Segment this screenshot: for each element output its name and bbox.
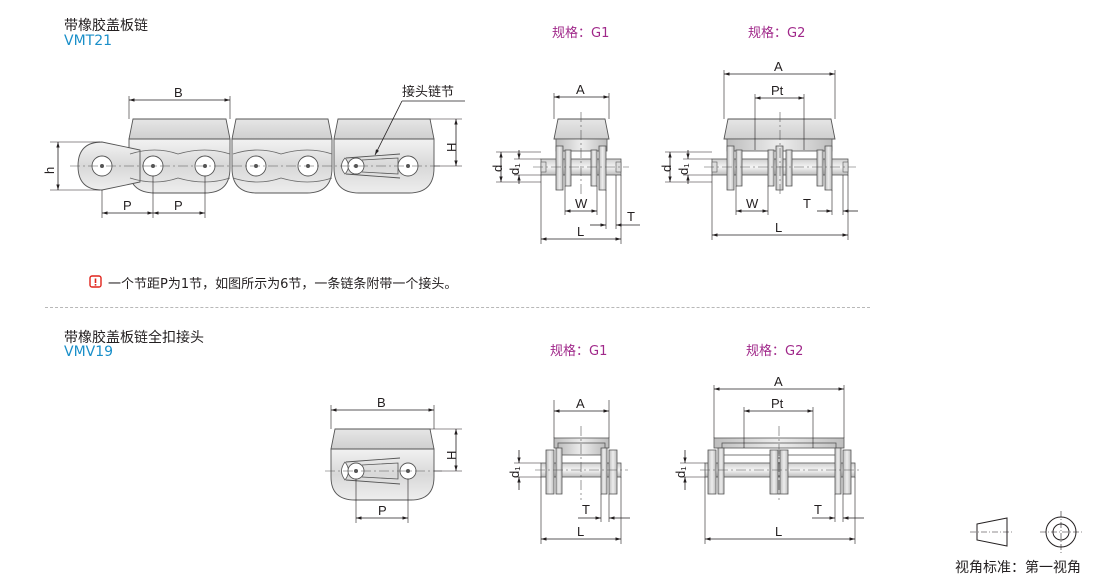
section2-title: 带橡胶盖板链全扣接头 bbox=[64, 330, 204, 346]
g2-dim-W: W bbox=[746, 196, 759, 211]
section-divider bbox=[45, 307, 870, 308]
joint-g2-dim-T: T bbox=[814, 502, 822, 517]
first-angle-projection-icon bbox=[970, 511, 1082, 553]
section1-spec-g2: 规格：G2 bbox=[748, 26, 806, 41]
joint-g1-dim-T: T bbox=[582, 502, 590, 517]
joint-g2-dim-Pt: Pt bbox=[771, 396, 784, 411]
g1-dim-A: A bbox=[576, 82, 585, 97]
g1-dim-d: d bbox=[490, 165, 505, 172]
g1-dim-L: L bbox=[577, 224, 584, 239]
dim-h: h bbox=[42, 167, 57, 174]
g2-dim-L: L bbox=[775, 220, 782, 235]
joint-dim-H: H bbox=[444, 451, 459, 460]
joint-g2-dim-L: L bbox=[775, 524, 782, 539]
g2-front-view: A Pt d d₁ W T L bbox=[659, 59, 858, 240]
joint-link-label: 接头链节 bbox=[402, 84, 454, 99]
g2-dim-d1: d₁ bbox=[676, 163, 691, 175]
section1-title: 带橡胶盖板链 bbox=[64, 18, 148, 34]
joint-g2-dim-d1: d₁ bbox=[673, 466, 688, 478]
joint-g2-front-view: A Pt d₁ T L bbox=[673, 374, 864, 544]
joint-g2-dim-A: A bbox=[774, 374, 783, 389]
chain-side-view: B H h P P 接头链节 bbox=[42, 84, 465, 218]
g2-dim-T: T bbox=[803, 196, 811, 211]
section2-code: VMV19 bbox=[64, 344, 114, 360]
dim-B: B bbox=[174, 85, 183, 100]
joint-g1-front-view: A d₁ T L bbox=[507, 396, 630, 544]
warning-icon bbox=[89, 275, 102, 288]
joint-dim-P: P bbox=[378, 503, 387, 518]
g1-dim-d1: d₁ bbox=[507, 163, 522, 175]
section2-spec-g1: 规格：G1 bbox=[550, 344, 608, 359]
joint-g1-dim-d1: d₁ bbox=[507, 466, 522, 478]
section1-note: 一个节距P为1节，如图所示为6节，一条链条附带一个接头。 bbox=[108, 277, 458, 292]
joint-dim-B: B bbox=[377, 395, 386, 410]
g1-front-view: A d d₁ W T L bbox=[490, 82, 640, 244]
joint-g1-dim-A: A bbox=[576, 396, 585, 411]
g2-dim-A: A bbox=[774, 59, 783, 74]
g2-dim-Pt: Pt bbox=[771, 83, 784, 98]
g2-dim-d: d bbox=[659, 165, 674, 172]
dim-H: H bbox=[444, 143, 459, 152]
dim-P-1: P bbox=[123, 198, 132, 213]
g1-dim-T: T bbox=[627, 209, 635, 224]
section1-code: VMT21 bbox=[64, 33, 113, 49]
dim-P-2: P bbox=[174, 198, 183, 213]
joint-g1-dim-L: L bbox=[577, 524, 584, 539]
section1-spec-g1: 规格：G1 bbox=[552, 26, 610, 41]
projection-standard-label: 视角标准：第一视角 bbox=[955, 560, 1081, 576]
section2-spec-g2: 规格：G2 bbox=[746, 344, 804, 359]
joint-side-view: B H P bbox=[325, 395, 462, 523]
g1-dim-W: W bbox=[575, 196, 588, 211]
